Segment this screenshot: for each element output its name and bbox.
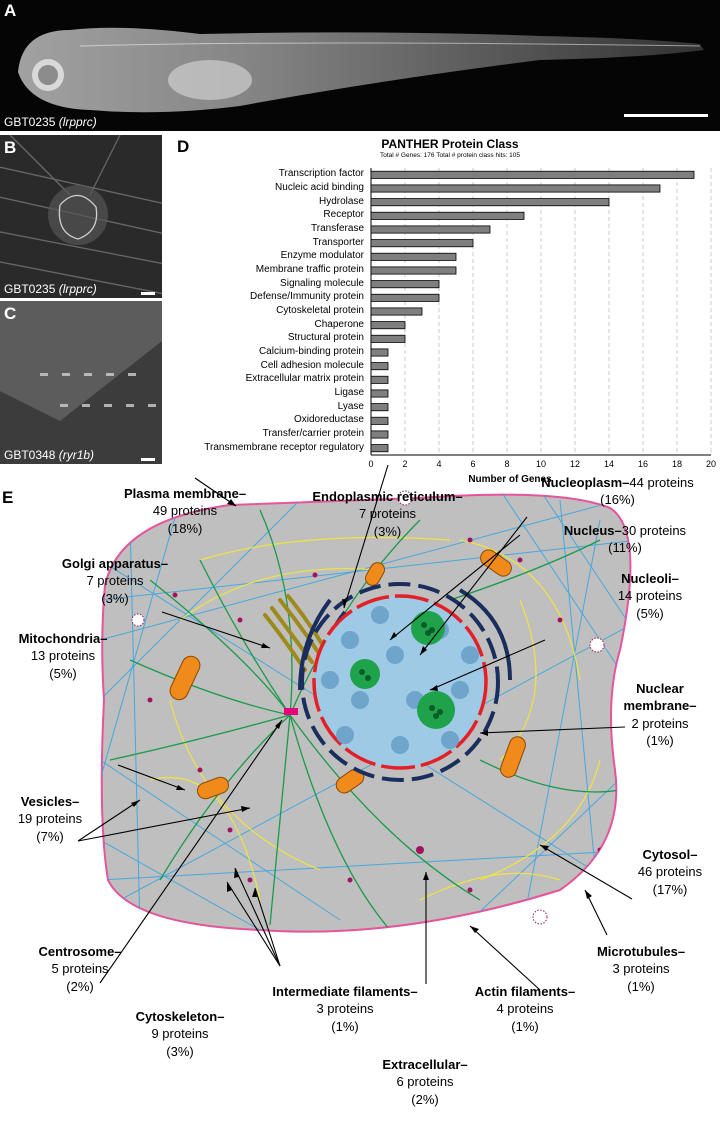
category-label: Hydrolase xyxy=(318,195,364,207)
label-endoplasmic-reticulum: Endoplasmic reticulum–7 proteins(3%) xyxy=(312,489,463,539)
bar-membrane-traffic-protein xyxy=(370,266,457,275)
bar-lyase xyxy=(370,403,389,412)
chart-title: PANTHER Protein Class xyxy=(381,137,519,151)
bar-calcium-binding-protein xyxy=(370,348,389,357)
category-label: Calcium-binding protein xyxy=(258,346,364,357)
nucleoli-shapes xyxy=(350,611,455,729)
panel-a-scale-bar xyxy=(624,114,708,117)
x-tick-label: 12 xyxy=(569,459,580,469)
label-cytoskeleton: Cytoskeleton–9 proteins(3%) xyxy=(135,1009,225,1059)
category-label: Nucleic acid binding xyxy=(275,182,364,193)
category-label: Enzyme modulator xyxy=(280,250,364,262)
label-extracellular: Extracellular–6 proteins(2%) xyxy=(382,1057,468,1107)
category-label: Transporter xyxy=(312,236,364,248)
panel-label-c: C xyxy=(4,304,17,323)
bar-ligase xyxy=(370,389,389,398)
bar-nucleic-acid-binding xyxy=(370,184,661,193)
panel-label-a: A xyxy=(4,1,17,20)
x-tick-label: 8 xyxy=(504,459,510,469)
category-label: Structural protein xyxy=(287,332,364,344)
x-tick-label: 16 xyxy=(637,459,648,469)
category-label: Transferase xyxy=(311,223,364,234)
muscle-tissue-image-c xyxy=(0,301,162,464)
category-label: Membrane traffic protein xyxy=(255,264,364,275)
bar-defense-immunity-protein xyxy=(370,293,440,302)
x-tick-label: 10 xyxy=(535,459,546,469)
bar-signaling-molecule xyxy=(370,280,440,289)
category-label: Signaling molecule xyxy=(280,277,364,289)
category-label: Cell adhesion molecule xyxy=(260,359,364,371)
category-label: Ligase xyxy=(334,387,364,398)
category-label: Transfer/carrier protein xyxy=(262,428,364,439)
panel-b-micrograph: B GBT0235 (lrpprc) xyxy=(0,135,162,298)
bar-cytoskeletal-protein xyxy=(370,307,423,316)
label-plasma-membrane: Plasma membrane–49 proteins(18%) xyxy=(123,486,247,536)
bar-enzyme-modulator xyxy=(370,252,457,261)
x-tick-label: 20 xyxy=(705,459,716,469)
bar-transmembrane-receptor-regulatory xyxy=(370,444,389,453)
x-tick-label: 0 xyxy=(368,459,374,469)
label-intermediate-filaments: Intermediate filaments–3 proteins(1%) xyxy=(272,984,418,1034)
panel-label-e: E xyxy=(2,488,14,507)
panel-b-scale-bar xyxy=(141,292,155,295)
bar-extracellular-matrix-protein xyxy=(370,375,389,384)
category-label: Defense/Immunity protein xyxy=(250,291,364,303)
category-label: Extracellular matrix protein xyxy=(245,373,364,385)
bar-transcription-factor xyxy=(370,170,695,179)
panel-label-b: B xyxy=(4,138,17,157)
category-label: Lyase xyxy=(337,400,364,412)
label-microtubules: Microtubules–3 proteins(1%) xyxy=(596,944,686,994)
bar-chaperone xyxy=(370,321,406,330)
panel-label-d: D xyxy=(177,137,190,156)
x-tick-label: 18 xyxy=(671,459,682,469)
bar-cell-adhesion-molecule xyxy=(370,362,389,371)
panel-c-caption: GBT0348 (ryr1b) xyxy=(4,448,95,462)
panel-a-caption: GBT0235 (lrpprc) xyxy=(4,115,97,129)
label-golgi-apparatus: Golgi apparatus–7 proteins(3%) xyxy=(61,556,169,606)
bar-receptor xyxy=(370,211,525,220)
bar-hydrolase xyxy=(370,198,610,207)
category-label: Transmembrane receptor regulatory xyxy=(204,441,364,453)
x-tick-label: 2 xyxy=(402,459,408,469)
category-label: Receptor xyxy=(323,209,364,221)
label-vesicles: Vesicles–19 proteins(7%) xyxy=(17,794,83,844)
centrosome-shape xyxy=(284,708,298,715)
label-mitochondria: Mitochondria–13 proteins(5%) xyxy=(18,631,108,681)
bar-transfer-carrier-protein xyxy=(370,430,389,439)
panel-b-caption: GBT0235 (lrpprc) xyxy=(4,282,97,296)
label-nucleoli: Nucleoli–14 proteins(5%) xyxy=(617,571,683,621)
panel-c-micrograph: C GBT0348 (ryr1b) xyxy=(0,301,162,464)
panel-c-scale-bar xyxy=(141,458,155,461)
label-centrosome: Centrosome–5 proteins(2%) xyxy=(38,944,122,994)
category-label: Transcription factor xyxy=(278,168,364,180)
bar-transferase xyxy=(370,225,491,234)
label-actin-filaments: Actin filaments–4 proteins(1%) xyxy=(474,984,576,1034)
x-axis-title: Number of Genes xyxy=(468,474,552,485)
label-cytosol: Cytosol–46 proteins(17%) xyxy=(637,847,703,897)
category-label: Chaperone xyxy=(314,318,364,330)
zebrafish-larva-image xyxy=(18,27,704,113)
label-nucleus: Nucleus–30 proteins(11%) xyxy=(563,523,687,556)
panel-a-micrograph: A GBT0235 (lrpprc) xyxy=(0,0,720,131)
bar-transporter xyxy=(370,239,474,248)
x-tick-label: 6 xyxy=(470,459,476,469)
bar-oxidoreductase xyxy=(370,416,389,425)
x-tick-label: 14 xyxy=(603,459,614,469)
category-label: Oxidoreductase xyxy=(293,414,364,426)
chart-subtitle: Total # Genes: 176 Total # protein class… xyxy=(379,152,521,159)
x-tick-label: 4 xyxy=(436,459,442,469)
protein-class-bar-chart xyxy=(370,168,712,456)
category-label: Cytoskeletal protein xyxy=(276,305,364,316)
bar-structural-protein xyxy=(370,334,406,343)
label-nucleoplasm: Nucleoplasm–44 proteins(16%) xyxy=(541,475,694,508)
muscle-tissue-image-b xyxy=(0,135,162,298)
